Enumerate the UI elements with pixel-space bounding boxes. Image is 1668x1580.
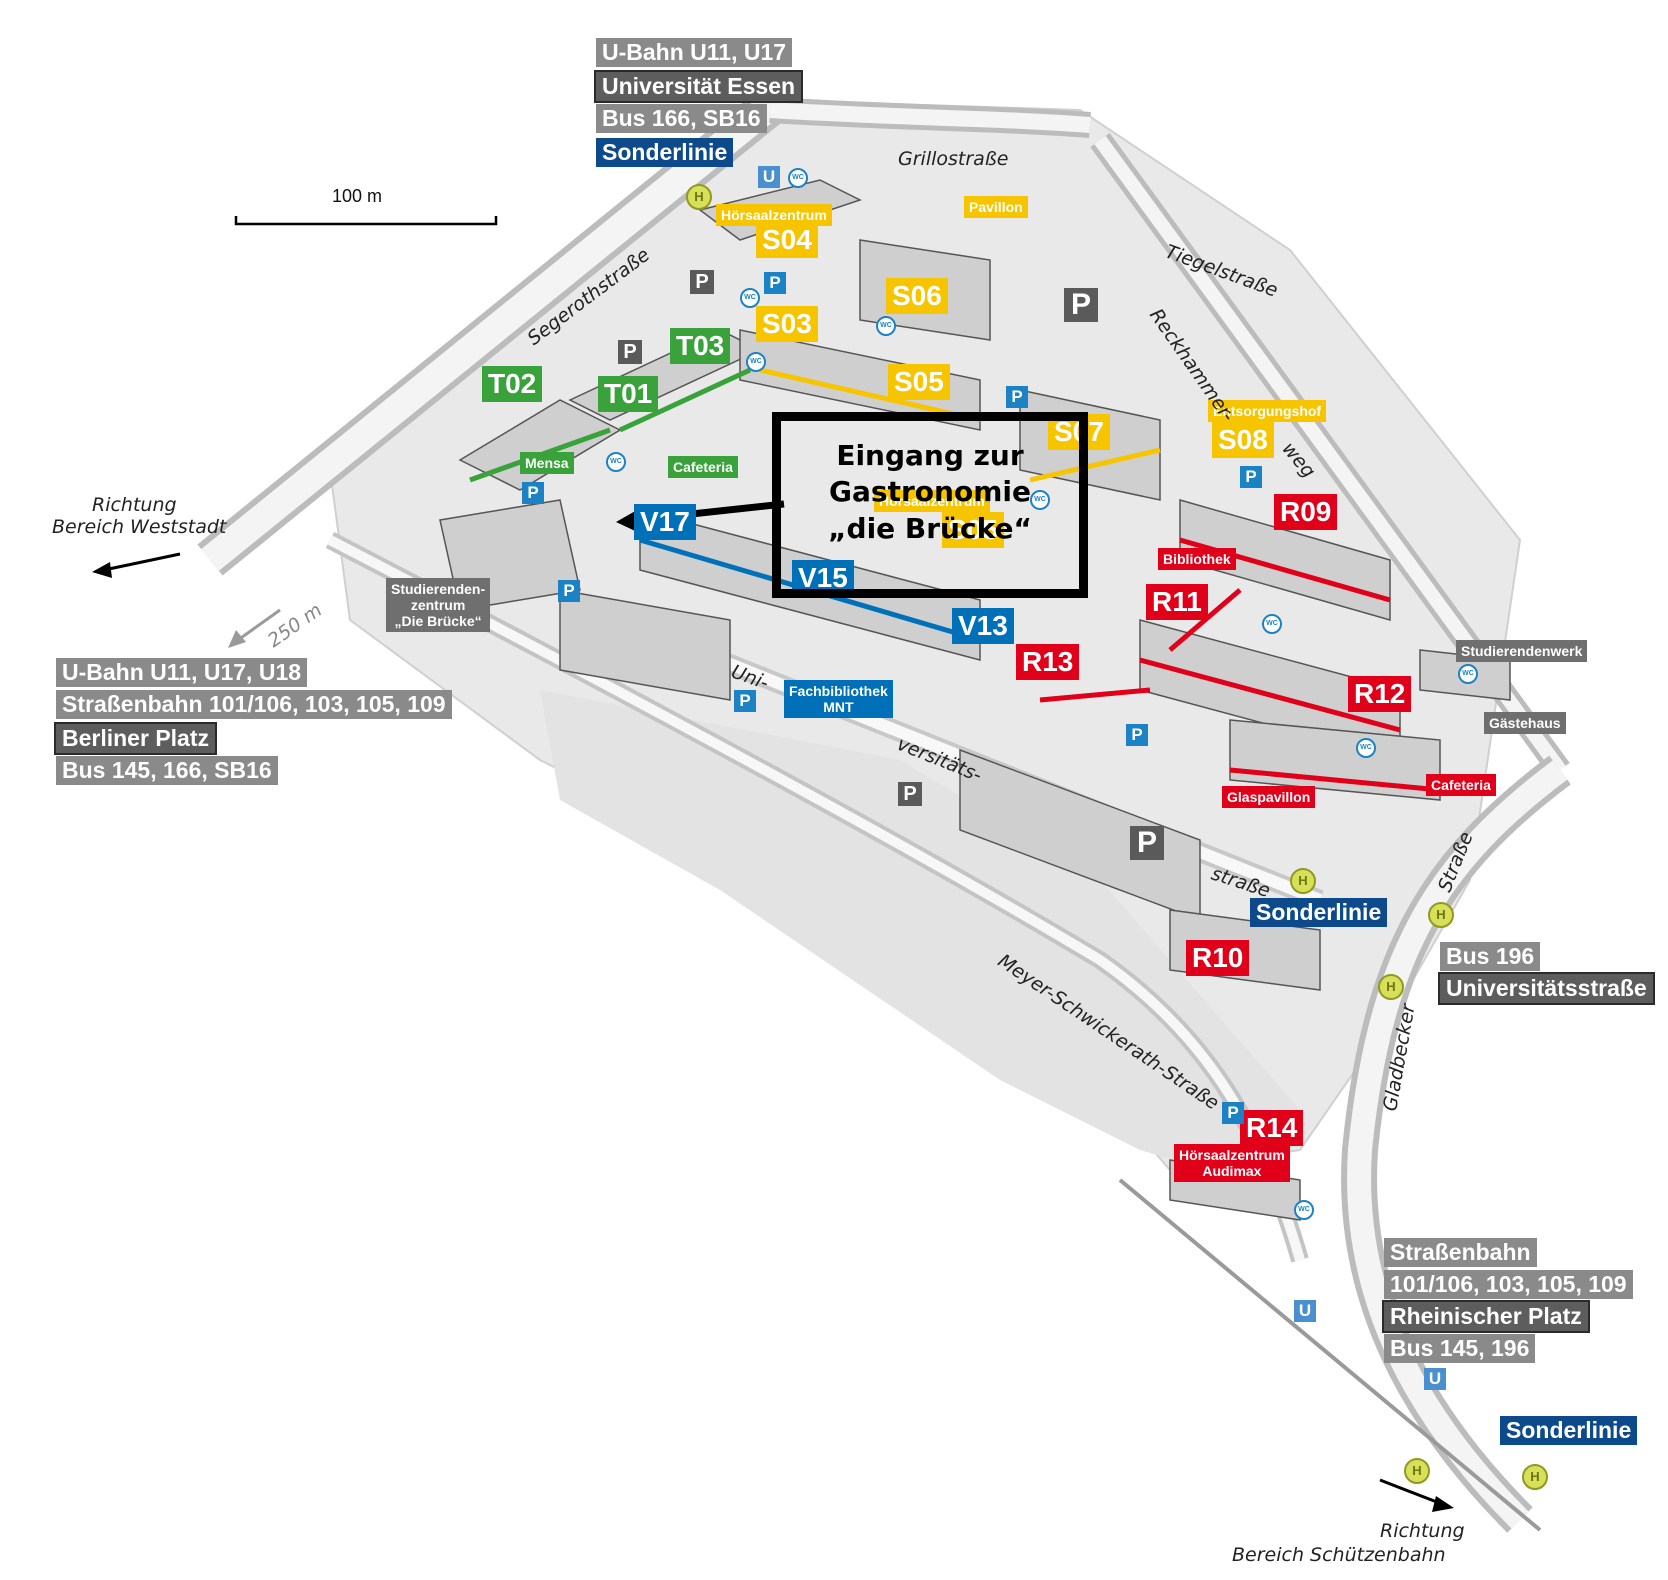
wc-icon: WC: [1030, 490, 1050, 510]
accessible-parking-icon: P: [1006, 386, 1028, 408]
building-label-s04: S04: [756, 222, 818, 258]
scale-label: 100 m: [332, 186, 383, 206]
transit-label: U-Bahn U11, U17, U18: [56, 658, 308, 687]
wc-icon: WC: [746, 352, 766, 372]
transit-label: 101/106, 103, 105, 109: [1384, 1270, 1633, 1299]
building-label-r12: R12: [1348, 676, 1412, 712]
building-label-s03: S03: [756, 306, 818, 342]
facility-label: Cafeteria: [1426, 774, 1496, 797]
wc-icon: WC: [1356, 738, 1376, 758]
bus-stop-icon: H: [1290, 868, 1316, 894]
accessible-parking-icon: P: [734, 690, 756, 712]
building-label-r11: R11: [1146, 584, 1208, 620]
ubahn-icon: U: [758, 166, 780, 188]
facility-label: Pavillon: [964, 196, 1028, 219]
facility-label: Hörsaalzentrum Audimax: [1174, 1144, 1290, 1183]
direction-label: Bereich Schützenbahn: [1232, 1544, 1446, 1566]
bus-stop-icon: H: [1378, 974, 1404, 1000]
building-label-r09: R09: [1274, 494, 1338, 530]
west-arrow: [92, 552, 181, 578]
building-label-r10: R10: [1186, 940, 1250, 976]
bus-stop-icon: H: [686, 184, 712, 210]
transit-label: Universitätsstraße: [1438, 972, 1655, 1005]
south-arrow: [1379, 1478, 1454, 1512]
accessible-parking-icon: P: [764, 272, 786, 294]
transit-label: Sonderlinie: [1250, 898, 1388, 927]
accessible-parking-icon: P: [1126, 724, 1148, 746]
accessible-parking-icon: P: [1240, 466, 1262, 488]
transit-label: Universität Essen: [593, 70, 804, 103]
grillo-road-inner: [769, 102, 1091, 133]
building-label-t03: T03: [670, 328, 731, 364]
street-label: Grillostraße: [898, 148, 1009, 170]
facility-label: Gästehaus: [1484, 712, 1566, 735]
parking-icon: P: [1064, 288, 1098, 322]
direction-label: Bereich Weststadt: [52, 516, 227, 538]
gladbecker-road-inner: [1347, 760, 1568, 1529]
transit-label: Berliner Platz: [54, 722, 217, 755]
building-label-s05: S05: [888, 364, 950, 400]
distance-arrow: [228, 608, 281, 648]
building-label-s06: S06: [886, 278, 948, 314]
facility-label: Fachbibliothek MNT: [784, 680, 893, 719]
bus-stop-icon: H: [1522, 1464, 1548, 1490]
transit-label: Straßenbahn 101/106, 103, 105, 109: [56, 690, 452, 719]
facility-label: Studierenden- zentrum „Die Brücke“: [386, 578, 491, 633]
transit-label: Bus 145, 196: [1384, 1334, 1536, 1363]
building-label-r13: R13: [1016, 644, 1080, 680]
building-label-s05: S05: [942, 512, 1004, 548]
building-label-v13: V13: [952, 608, 1014, 644]
parking-icon: P: [690, 270, 714, 294]
wc-icon: WC: [1294, 1200, 1314, 1220]
building-label-r14: R14: [1240, 1110, 1304, 1146]
wc-icon: WC: [876, 316, 896, 336]
wc-icon: WC: [606, 452, 626, 472]
scale-bar: [234, 216, 498, 226]
accessible-parking-icon: P: [522, 482, 544, 504]
callout-text: Eingang zur Gastronomie „die Brücke“: [828, 439, 1032, 545]
building-label-s08: S08: [1212, 422, 1274, 458]
facility-label: Hörsaalzentrum: [874, 490, 990, 513]
facility-label: Hörsaalzentrum: [716, 204, 832, 227]
parking-icon: P: [618, 340, 642, 364]
accessible-parking-icon: P: [1222, 1102, 1244, 1124]
parking-icon: P: [1130, 826, 1164, 860]
transit-label: Sonderlinie: [1500, 1416, 1638, 1445]
transit-label: U-Bahn U11, U17: [596, 38, 793, 67]
facility-label: Mensa: [520, 452, 574, 475]
facility-label: Entsorgungshof: [1208, 400, 1327, 423]
direction-label: Richtung: [1380, 1520, 1465, 1542]
south-ground: [540, 690, 1300, 1180]
transit-label: Bus 145, 166, SB16: [56, 756, 278, 785]
wc-icon: WC: [740, 288, 760, 308]
facility-label: Studierendenwerk: [1456, 640, 1588, 663]
ubahn-icon: U: [1424, 1368, 1446, 1390]
wc-icon: WC: [1458, 664, 1478, 684]
transit-label: Rheinischer Platz: [1382, 1300, 1590, 1333]
ubahn-icon: U: [1294, 1300, 1316, 1322]
building-label-t02: T02: [482, 366, 543, 402]
building-label-v17: V17: [634, 504, 696, 540]
transit-label: Bus 196: [1440, 942, 1541, 971]
south-rail: [1118, 1178, 1542, 1532]
facility-label: Cafeteria: [668, 456, 738, 479]
parking-icon: P: [898, 782, 922, 806]
transit-label: Bus 166, SB16: [596, 104, 767, 133]
transit-label: Straßenbahn: [1384, 1238, 1537, 1267]
building-label-t01: T01: [598, 376, 659, 412]
callout-box: [772, 412, 1088, 598]
bus-stop-icon: H: [1404, 1458, 1430, 1484]
direction-label: Richtung: [92, 494, 177, 516]
bus-stop-icon: H: [1428, 902, 1454, 928]
facility-label: Glaspavillon: [1222, 786, 1316, 809]
facility-label: Bibliothek: [1158, 548, 1236, 571]
wc-icon: WC: [1262, 614, 1282, 634]
segeroth-road-inner: [201, 79, 799, 571]
transit-label: Sonderlinie: [596, 138, 734, 167]
wc-icon: WC: [788, 168, 808, 188]
accessible-parking-icon: P: [558, 580, 580, 602]
